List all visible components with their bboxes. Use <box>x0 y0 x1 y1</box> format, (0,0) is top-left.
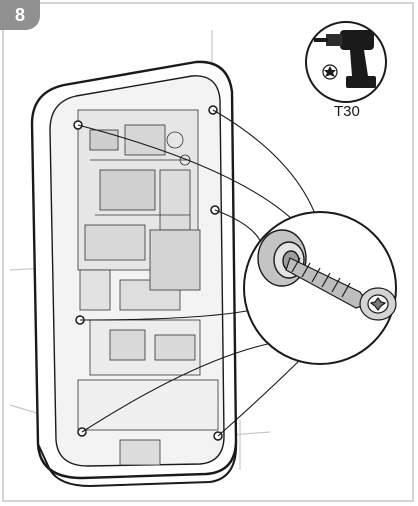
tool-badge <box>305 21 387 103</box>
screw-detail-zoom <box>243 211 397 365</box>
screw <box>285 257 397 321</box>
cordless-drill-icon <box>314 30 376 88</box>
tool-size-label: T30 <box>334 103 360 120</box>
step-number-badge: 8 <box>0 0 40 30</box>
circuit-board <box>77 109 219 466</box>
torx-bit-icon <box>322 64 338 80</box>
